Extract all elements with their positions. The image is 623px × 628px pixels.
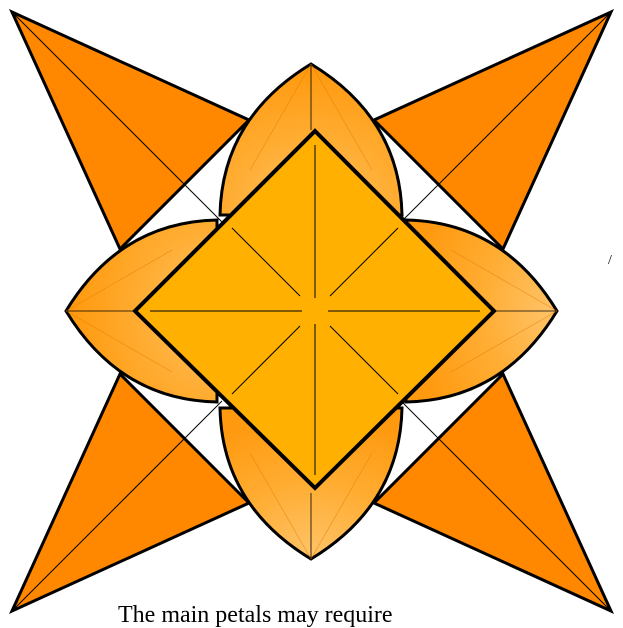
edge-mark: /	[608, 253, 618, 267]
caption-text: The main petals may require	[118, 603, 393, 627]
